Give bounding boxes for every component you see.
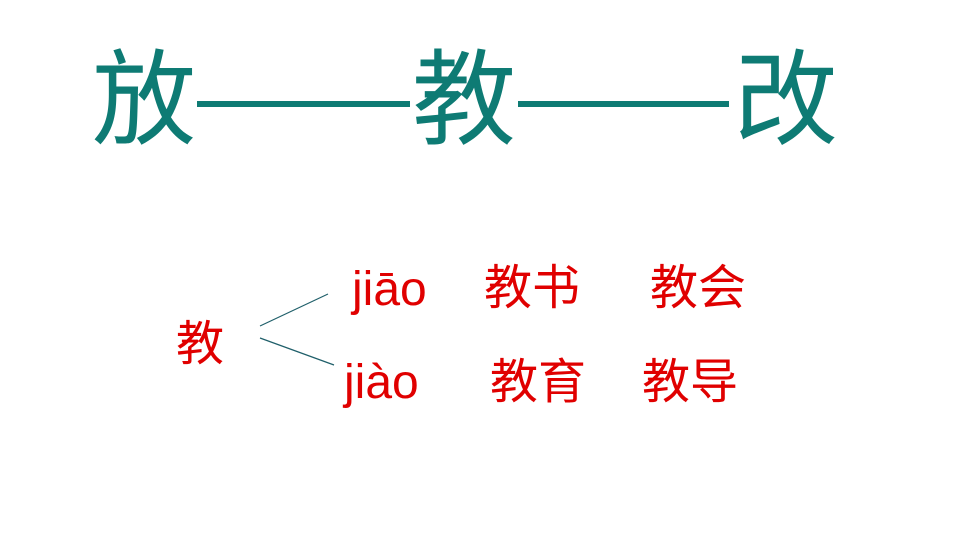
title-char-gai: 改 [734,39,839,161]
word-jiaoshu: 教书 [484,260,581,316]
root-char: 教 [176,316,225,372]
title-dash-left [197,101,410,107]
word-jiaodao: 教导 [642,354,739,410]
pinyin-jiao-fourth-tone: jiào [344,356,419,409]
title-char-fang: 放 [92,39,197,161]
word-jiaohui: 教会 [650,260,747,316]
pinyin-jiao-first-tone: jiāo [352,263,427,316]
title-char-jiao: 教 [412,39,517,161]
word-jiaoyu: 教育 [490,354,587,410]
title-dash-right [518,101,729,107]
branch-line-lower [259,337,335,366]
branch-line-upper [259,293,329,327]
